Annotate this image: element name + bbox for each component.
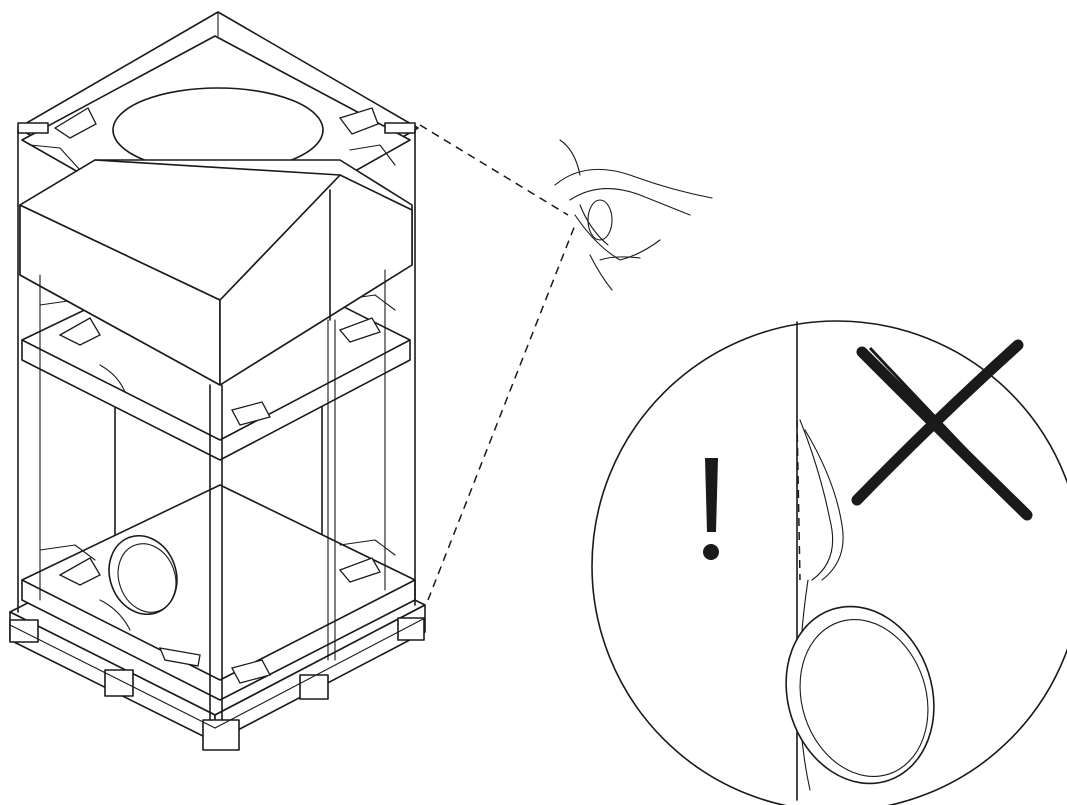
pallet-block-right	[397, 617, 425, 641]
eye-icon	[554, 139, 713, 291]
magnified-detail	[591, 320, 1067, 805]
warning-exclamation-icon	[703, 458, 719, 560]
top-cardboard-box	[19, 159, 413, 386]
top-cardboard-cap	[17, 11, 419, 251]
bottom-foam-layer	[21, 484, 416, 701]
pallet-block-front-right	[299, 674, 329, 700]
callout-leaders	[419, 124, 576, 601]
cap-tab-left	[17, 122, 49, 134]
pallet-block-left	[9, 619, 39, 643]
stretch-frame	[17, 11, 416, 721]
cross-x-icon	[851, 339, 1033, 521]
cap-tab-right	[384, 122, 416, 134]
pallet-block-front-left	[104, 669, 134, 697]
heater-outlet-fitting	[108, 534, 178, 616]
